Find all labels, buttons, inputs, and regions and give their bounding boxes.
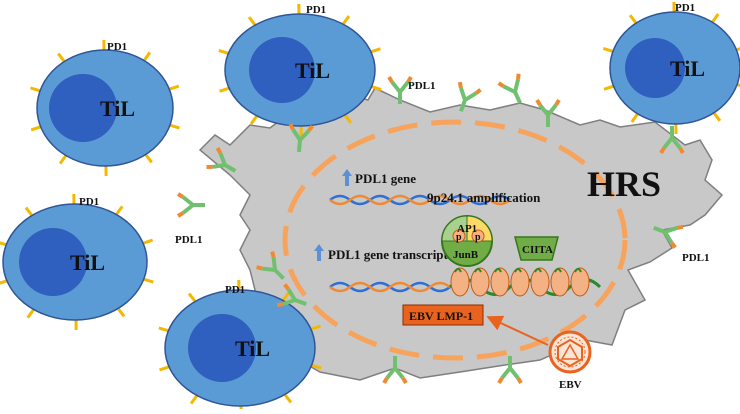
til-label: TiL	[100, 96, 135, 121]
pdl1-molecule	[499, 74, 530, 108]
pd1-label: PD1	[306, 4, 326, 16]
pdl1-label: PDL1	[682, 252, 710, 264]
til-label: TiL	[295, 58, 330, 83]
til-cell: TiL	[0, 194, 153, 330]
ebv-lmp1-box: EBV LMP-1	[403, 305, 483, 325]
ebv-lmp1-label: EBV LMP-1	[409, 309, 473, 323]
pdl1-label: PDL1	[408, 80, 436, 92]
ap1-label: AP1	[457, 223, 477, 235]
til-cell: TiL	[603, 2, 740, 134]
til-label: TiL	[235, 336, 270, 361]
pd1-label: PD1	[107, 41, 127, 53]
til-label: TiL	[70, 250, 105, 275]
ciita-label: CIITA	[522, 244, 553, 256]
pdl1-label: PDL1	[175, 234, 203, 246]
pd1-label: PD1	[79, 196, 99, 208]
pdl1-molecule	[178, 194, 205, 216]
pd1-label: PD1	[225, 284, 245, 296]
ap1-junb-complex: p p AP1 JunB	[442, 216, 492, 266]
pdl1-gene-label: PDL1 gene	[355, 171, 416, 186]
ebv-virus	[550, 332, 590, 372]
til-label: TiL	[670, 56, 705, 81]
junb-label: JunB	[453, 249, 479, 261]
til-cell: TiL	[30, 40, 179, 176]
hrs-label: HRS	[587, 164, 661, 204]
pd1-label: PD1	[675, 2, 695, 14]
ebv-label: EBV	[559, 379, 582, 391]
ciita-box: CIITA	[515, 237, 558, 260]
amplification-label: 9p24.1 amplification	[427, 190, 541, 205]
